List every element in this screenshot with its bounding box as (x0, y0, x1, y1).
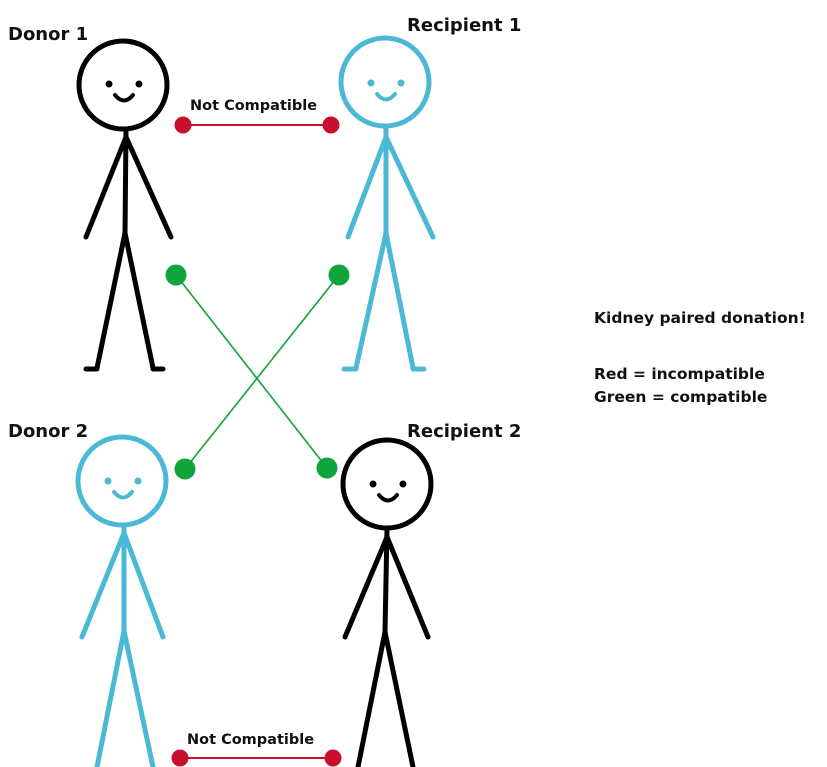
incompatible-link-pair-2 (171, 749, 342, 767)
donor-2-arms (79, 530, 166, 640)
donor-1-figure (76, 38, 174, 372)
donor-1-body (122, 127, 129, 236)
recipient-2-legs (355, 629, 416, 767)
donor-2-left-eye (104, 477, 112, 485)
donor-2-smile (112, 490, 134, 500)
link-endpoint (328, 264, 350, 286)
compatible-link-donor1-recipient2 (165, 264, 338, 479)
link-endpoint (174, 116, 192, 134)
recipient-2-smile (377, 493, 399, 503)
legend-title: Kidney paired donation! (594, 309, 806, 327)
compatible-line (175, 274, 328, 469)
incompatible-link-pair-1 (174, 116, 340, 134)
legend-green-entry: Green = compatible (594, 388, 767, 406)
link-endpoint (165, 264, 187, 286)
donor-2-legs (94, 628, 156, 767)
compatible-line (184, 274, 340, 470)
recipient-1-smile (375, 92, 397, 102)
donor-1-left-eye (105, 80, 113, 88)
legend-red-entry: Red = incompatible (594, 365, 765, 383)
donor-2-figure (75, 434, 169, 767)
recipient-1-arms (345, 134, 436, 240)
donor-1-label: Donor 1 (8, 24, 88, 45)
donor-1-arms (83, 134, 174, 240)
donor-2-label: Donor 2 (8, 421, 88, 442)
donor-2-head (75, 434, 169, 528)
recipient-2-arms (342, 534, 431, 640)
recipient-2-head (340, 437, 434, 531)
link-endpoint (171, 749, 189, 767)
recipient-2-body (382, 526, 390, 635)
donor-1-head (76, 38, 170, 132)
pair-2-link-label: Not Compatible (187, 732, 314, 748)
donor-1-smile (113, 93, 135, 103)
pair-1-link-label: Not Compatible (190, 98, 317, 114)
recipient-1-label: Recipient 1 (407, 15, 521, 36)
link-endpoint (322, 116, 340, 134)
recipient-2-figure (340, 437, 434, 767)
link-endpoint (316, 457, 338, 479)
recipient-2-label: Recipient 2 (407, 421, 521, 442)
recipient-1-figure (338, 35, 436, 372)
compatible-link-donor2-recipient1 (174, 264, 350, 480)
recipient-1-left-eye (367, 79, 375, 87)
link-endpoint (324, 749, 342, 767)
legend: Kidney paired donation! Red = incompatib… (594, 309, 806, 406)
link-endpoint (174, 458, 196, 480)
donor-1-legs (94, 230, 156, 371)
recipient-2-right-eye (399, 480, 407, 488)
recipient-2-left-eye (369, 480, 377, 488)
recipient-1-legs (353, 230, 416, 371)
donor-1-right-eye (135, 80, 143, 88)
recipient-1-head (338, 35, 432, 129)
recipient-1-right-eye (397, 79, 405, 87)
donor-2-right-eye (134, 477, 142, 485)
